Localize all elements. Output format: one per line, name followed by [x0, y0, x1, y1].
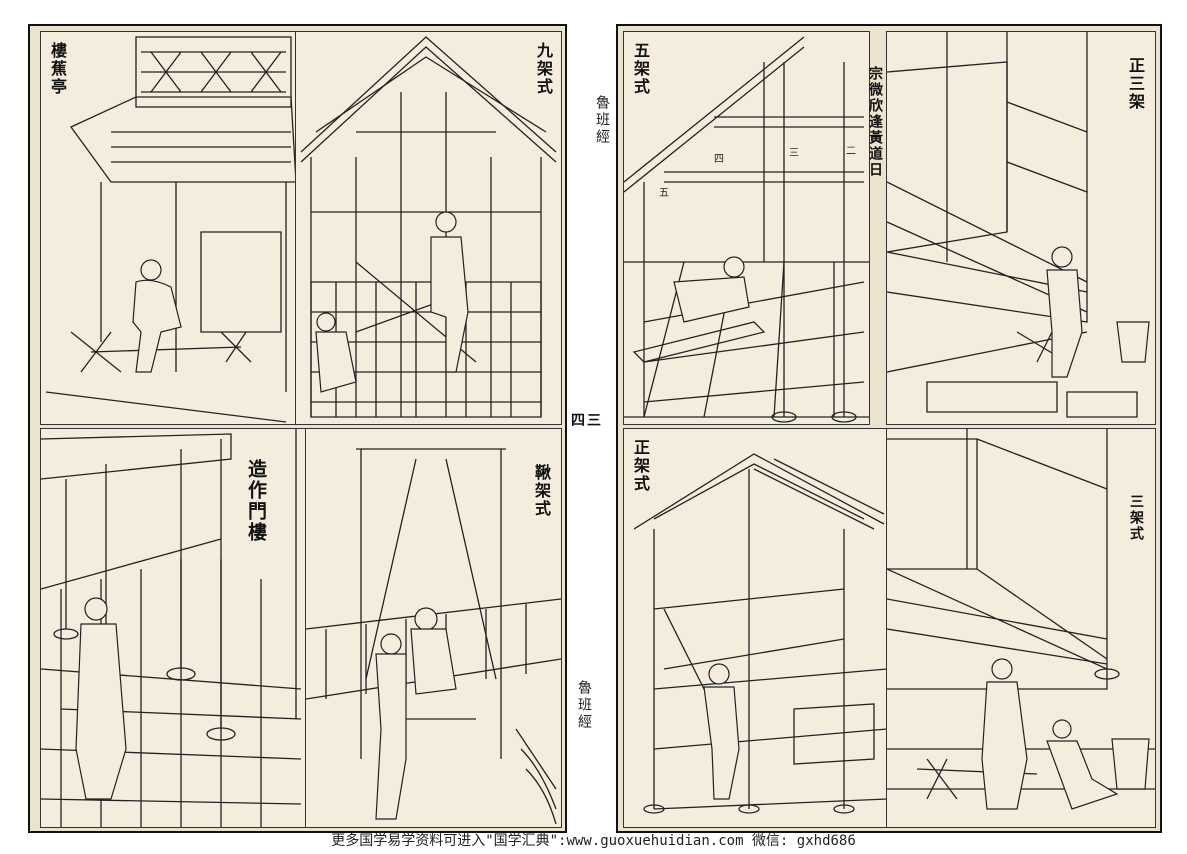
slogan-auspicious-day: 宗微欣逢黃道日	[867, 66, 883, 178]
beam-number-4: 四	[714, 154, 724, 165]
beam-number-2: 二	[846, 146, 856, 157]
swing-frame-illustration	[306, 448, 561, 825]
main-frame-illustration	[633, 453, 887, 814]
beam-number-3: 三	[789, 148, 799, 159]
beam-number-5: 五	[659, 188, 669, 199]
label-pavilion: 樓蕉亭	[48, 42, 67, 96]
three-frame-upper-illustration	[887, 32, 1150, 418]
panel-gate-tower: 造作門樓	[40, 428, 307, 828]
gate-tower-illustration	[41, 429, 302, 827]
label-swing-frame: 鞦架式	[532, 464, 551, 518]
panel-three-frame-upper: 正三架	[886, 31, 1156, 425]
label-three-frame-upper: 正三架	[1126, 57, 1145, 111]
panel-swing-frame: 鞦架式	[305, 428, 562, 828]
nine-frame-illustration	[300, 36, 557, 418]
label-nine-frame: 九架式	[534, 42, 553, 96]
five-frame-illustration	[624, 36, 869, 423]
right-page: 五架式 四 三 二 五 宗微欣逢黃道日 正三架	[616, 24, 1162, 833]
label-main-frame: 正架式	[631, 439, 650, 493]
label-gate-tower: 造作門樓	[245, 459, 267, 543]
three-frame-lower-illustration	[887, 429, 1155, 810]
panel-pavilion: 樓蕉亭	[40, 31, 297, 425]
pavilion-illustration	[45, 36, 296, 423]
side-text-bottom: 魯班經	[576, 680, 592, 731]
label-five-frame: 五架式	[631, 42, 650, 96]
page-number: 四三	[571, 413, 603, 429]
label-three-frame-lower: 三架式	[1128, 494, 1144, 542]
panel-nine-frame: 九架式	[295, 31, 562, 425]
side-text-top: 魯班經	[594, 95, 610, 146]
panel-five-frame: 五架式 四 三 二 五	[623, 31, 870, 425]
panel-main-frame: 正架式	[623, 428, 888, 828]
panel-three-frame-lower: 三架式	[886, 428, 1156, 828]
footer-watermark: 更多国学易学资料可进入"国学汇典":www.guoxuehuidian.com …	[331, 833, 856, 849]
left-page: 樓蕉亭 九架式	[28, 24, 567, 833]
